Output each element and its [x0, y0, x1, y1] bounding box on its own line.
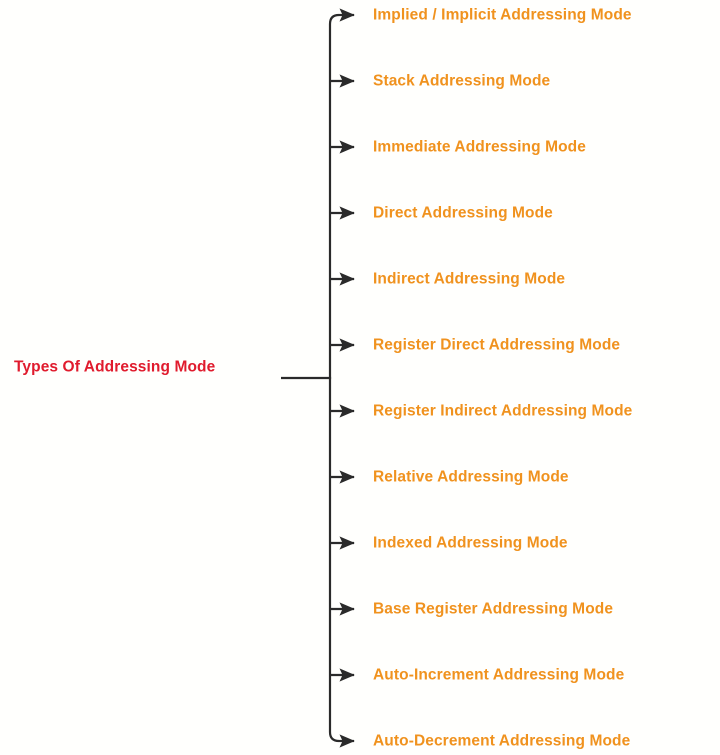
- branch-node-label: Auto-Decrement Addressing Mode: [373, 732, 631, 750]
- connector-segment: [328, 13, 340, 743]
- root-node-label: Types Of Addressing Mode: [14, 358, 216, 376]
- branch-node-label: Indirect Addressing Mode: [373, 270, 566, 288]
- branch-node-label: Immediate Addressing Mode: [373, 138, 586, 156]
- branch-node-label: Implied / Implicit Addressing Mode: [373, 6, 632, 24]
- branch-node-label: Auto-Increment Addressing Mode: [373, 666, 625, 684]
- branch-node-label: Register Indirect Addressing Mode: [373, 402, 633, 420]
- branch-node-label: Indexed Addressing Mode: [373, 534, 568, 552]
- branch-node-label: Direct Addressing Mode: [373, 204, 553, 222]
- branch-node-label: Relative Addressing Mode: [373, 468, 569, 486]
- connector-lines: [281, 8, 355, 748]
- branch-node-label: Stack Addressing Mode: [373, 72, 551, 90]
- branch-node-label: Register Direct Addressing Mode: [373, 336, 621, 354]
- branch-node-label: Base Register Addressing Mode: [373, 600, 614, 618]
